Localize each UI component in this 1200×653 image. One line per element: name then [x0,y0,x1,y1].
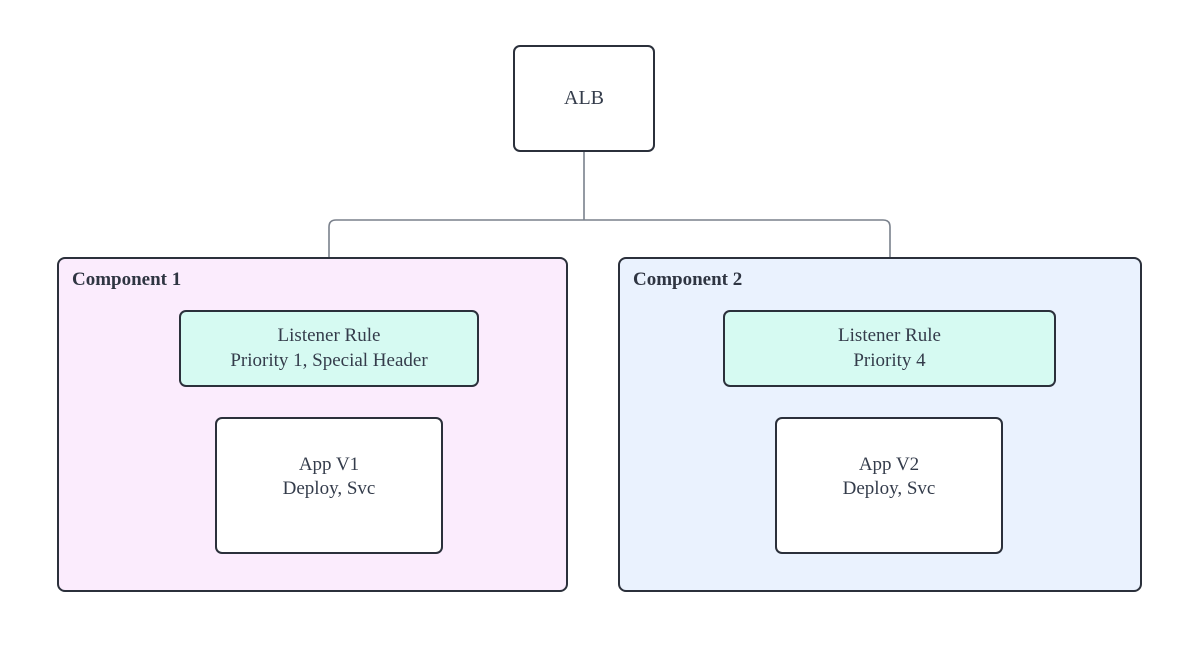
node-app-v1-title: App V1 [298,454,360,475]
node-listener-rule-2-title: Listener Rule [838,325,941,347]
node-app-v1-detail: Deploy, Svc [282,478,376,500]
node-alb[interactable]: ALB [513,45,655,152]
node-listener-rule-1[interactable]: Listener Rule Priority 1, Special Header [179,310,479,387]
node-app-v1[interactable]: App V1 Deploy, Svc [215,417,443,554]
node-listener-rule-1-title: Listener Rule [277,325,381,347]
group-component-2-label: Component 2 [633,269,743,290]
node-app-v2-detail: Deploy, Svc [842,478,936,500]
node-listener-rule-1-detail: Priority 1, Special Header [230,349,428,371]
node-listener-rule-2-detail: Priority 4 [853,349,926,371]
node-app-v2-title: App V2 [858,454,920,475]
group-component-1-label: Component 1 [72,269,182,290]
node-listener-rule-2[interactable]: Listener Rule Priority 4 [723,310,1056,387]
node-app-v2[interactable]: App V2 Deploy, Svc [775,417,1003,554]
node-alb-label: ALB [564,86,604,109]
